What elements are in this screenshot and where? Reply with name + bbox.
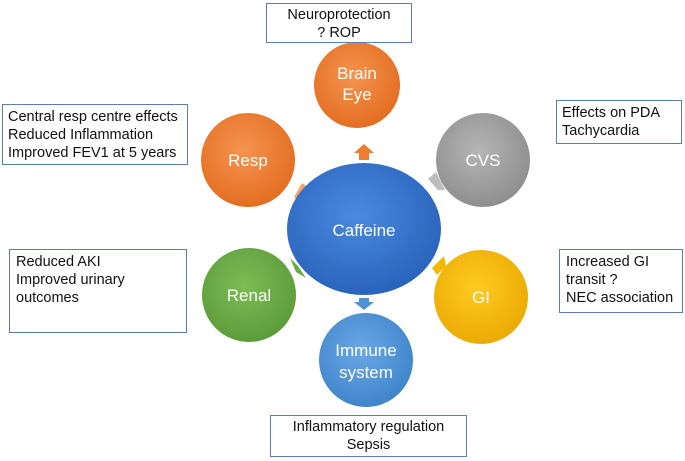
node-caffeine: Caffeine bbox=[287, 163, 441, 295]
renal-effects-line-3: outcomes bbox=[16, 290, 79, 306]
cvs-effects-line-2: Tachycardia bbox=[562, 123, 640, 139]
node-resp-circle bbox=[201, 113, 295, 207]
neuro-effects-box: Neuroprotection ? ROP bbox=[266, 3, 412, 43]
gi-effects-line-1: Increased GI bbox=[566, 254, 650, 270]
arrow-to-gi bbox=[432, 256, 446, 275]
arrow-to-renal bbox=[290, 258, 306, 278]
resp-effects-line-1: Central resp centre effects bbox=[8, 109, 178, 125]
node-gi-circle bbox=[434, 250, 528, 344]
node-brain-eye-line-1: Brain bbox=[337, 64, 377, 83]
node-immune: Immune system bbox=[319, 313, 413, 407]
node-gi-label: GI bbox=[472, 288, 490, 307]
node-renal-label: Renal bbox=[227, 286, 271, 305]
node-cvs: CVS bbox=[436, 113, 530, 207]
node-cvs-circle bbox=[436, 113, 530, 207]
immune-effects-box: Inflammatory regulation Sepsis bbox=[270, 415, 467, 457]
neuro-effects-line-2: ? ROP bbox=[317, 25, 361, 41]
node-resp: Resp bbox=[201, 113, 295, 207]
node-immune-line-1: Immune bbox=[335, 341, 396, 360]
renal-effects-box: Reduced AKI Improved urinary outcomes bbox=[9, 249, 187, 333]
resp-effects-line-2: Reduced Inflammation bbox=[8, 127, 154, 143]
renal-effects-line-1: Reduced AKI bbox=[16, 254, 101, 270]
neuro-effects-line-1: Neuroprotection bbox=[287, 7, 391, 23]
immune-effects-line-1: Inflammatory regulation bbox=[292, 419, 445, 435]
gi-effects-box: Increased GI transit ? NEC association bbox=[559, 249, 683, 313]
node-brain-eye: Brain Eye bbox=[314, 42, 400, 128]
node-gi: GI bbox=[434, 250, 528, 344]
cvs-effects-line-1: Effects on PDA bbox=[562, 105, 661, 121]
node-renal-circle bbox=[202, 248, 296, 342]
gi-effects-line-3: NEC association bbox=[566, 290, 674, 306]
resp-effects-box: Central resp centre effects Reduced Infl… bbox=[2, 104, 188, 165]
renal-effects-line-2: Improved urinary bbox=[16, 272, 125, 288]
caffeine-center-ellipse bbox=[287, 163, 441, 295]
node-immune-line-2: system bbox=[339, 363, 393, 382]
node-renal: Renal bbox=[202, 248, 296, 342]
cvs-effects-box: Effects on PDA Tachycardia bbox=[556, 100, 682, 144]
immune-effects-line-2: Sepsis bbox=[346, 437, 391, 453]
caffeine-label: Caffeine bbox=[332, 221, 395, 240]
arrow-to-immune bbox=[354, 298, 374, 310]
gi-effects-line-2: transit ? bbox=[566, 272, 618, 288]
arrow-to-cvs bbox=[428, 172, 445, 190]
resp-effects-line-3: Improved FEV1 at 5 years bbox=[8, 145, 177, 161]
node-brain-eye-line-2: Eye bbox=[342, 85, 371, 104]
node-immune-circle bbox=[319, 313, 413, 407]
node-brain-eye-circle bbox=[314, 42, 400, 128]
arrow-to-brain-eye bbox=[354, 144, 374, 160]
node-resp-label: Resp bbox=[228, 151, 268, 170]
node-cvs-label: CVS bbox=[466, 151, 501, 170]
